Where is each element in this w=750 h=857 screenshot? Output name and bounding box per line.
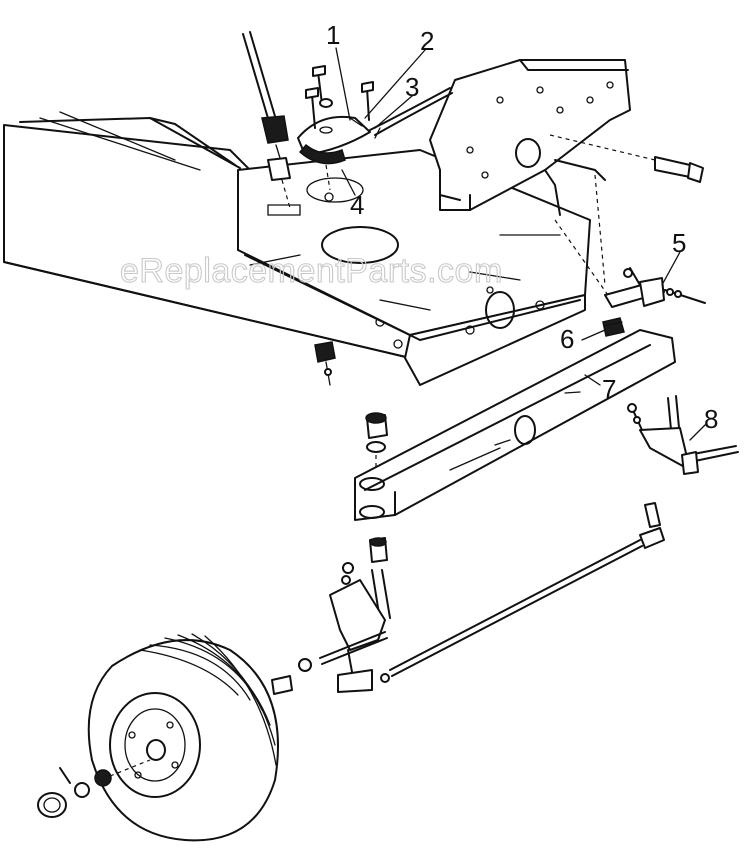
steering-bracket (429, 59, 631, 216)
sector-gear (297, 115, 371, 202)
watermark: eReplacementParts.com (120, 252, 503, 290)
front-axle (354, 329, 676, 521)
callout-8: 8 (704, 404, 718, 434)
axle-pivot-bushing (365, 412, 388, 470)
callout-7: 7 (602, 374, 616, 404)
tie-rod (298, 502, 665, 693)
callout-3: 3 (405, 72, 419, 102)
gear-bolts (305, 65, 374, 129)
steering-shaft (242, 31, 291, 209)
callout-4: 4 (350, 190, 364, 220)
frame-plate (237, 149, 591, 386)
front-wheel (87, 633, 293, 842)
deck-mount-bolt (314, 341, 336, 386)
wheel-hub-parts (37, 759, 151, 818)
spring (602, 317, 625, 337)
mower-frame (3, 111, 411, 359)
drag-link (554, 174, 706, 308)
right-spindle (627, 395, 739, 475)
callout-1: 1 (326, 20, 340, 50)
leader-lines (335, 47, 706, 441)
callout-5: 5 (672, 228, 686, 258)
callout-6: 6 (560, 324, 574, 354)
callout-2: 2 (420, 26, 434, 56)
left-spindle (319, 537, 391, 665)
bracket-bolt (549, 134, 704, 183)
